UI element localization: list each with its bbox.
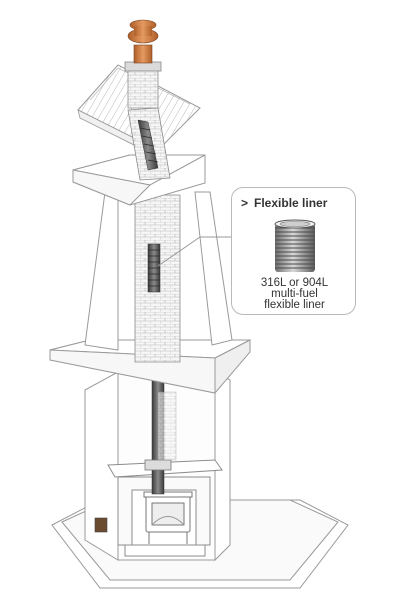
upper-room xyxy=(84,191,233,351)
callout-connector xyxy=(157,236,232,267)
chevron-right-icon: > xyxy=(241,196,249,210)
register-plate xyxy=(144,459,172,471)
flexible-liner-callout: >Flexible liner 316L or 904L multi-fuel … xyxy=(231,187,356,315)
callout-title: > Flexible liner xyxy=(232,196,357,210)
cowl-icon xyxy=(127,19,159,64)
callout-line-1: 316L or 904L xyxy=(260,277,329,289)
lower-brick-stack xyxy=(157,391,177,461)
loft-liner xyxy=(137,119,159,171)
callout-line-3: flexible liner xyxy=(264,299,325,311)
flexible-liner-section xyxy=(147,243,161,293)
air-vent xyxy=(94,517,108,533)
stove-icon xyxy=(143,491,193,544)
callout-line-2: multi-fuel xyxy=(271,288,318,300)
callout-title-text: Flexible liner xyxy=(254,196,328,210)
coil-liner-icon xyxy=(274,219,316,272)
